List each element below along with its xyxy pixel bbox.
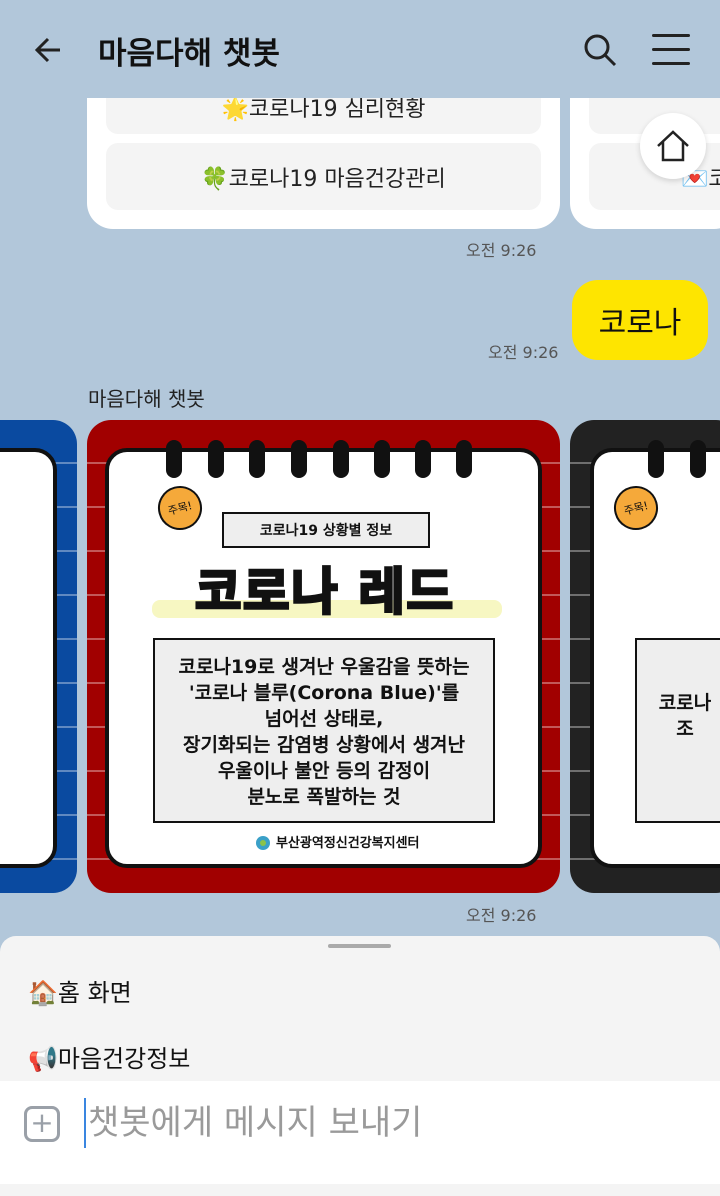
timestamp: 오전 9:26 xyxy=(488,343,559,362)
sheet-item-home[interactable]: 🏠홈 화면 xyxy=(28,979,132,1007)
desc-line: 코로나 xyxy=(658,692,712,714)
home-icon xyxy=(657,130,689,162)
button-label: 🍀코로나19 마음건강관리 xyxy=(201,166,446,192)
logo-icon xyxy=(256,835,270,850)
org-name: 부산광역정신건강복지센터 xyxy=(276,836,420,851)
menu-icon[interactable] xyxy=(652,34,690,66)
page-title: 마음다해 챗봇 xyxy=(98,36,280,72)
app-header: 마음다해 챗봇 xyxy=(0,0,720,98)
home-button[interactable] xyxy=(640,113,706,179)
desc-line: 조 xyxy=(676,718,694,740)
button-label: 🌟코로나19 심리현황 xyxy=(221,97,426,122)
org-logo: 부산광역정신건강복지센터 xyxy=(254,832,420,851)
desc-line: 넘어선 상태로, xyxy=(264,708,384,730)
highlight xyxy=(152,600,502,618)
desc-line: 코로나19로 생겨난 우울감을 뜻하는 xyxy=(178,656,470,678)
timestamp: 오전 9:26 xyxy=(466,241,537,260)
desc-line: 우울이나 불안 등의 감정이 xyxy=(217,760,431,782)
description-box-next: 코로나 조 xyxy=(635,638,720,823)
sheet-item-mental-health-info[interactable]: 📢마음건강정보 xyxy=(28,1045,191,1073)
description-box: 코로나19로 생겨난 우울감을 뜻하는 '코로나 블루(Corona Blue)… xyxy=(153,638,495,823)
message-input[interactable] xyxy=(84,1098,684,1148)
search-icon[interactable] xyxy=(582,32,618,68)
corona-red-title: 코로나 레드 xyxy=(194,562,455,623)
quick-button-mental-health[interactable]: 🍀코로나19 마음건강관리 xyxy=(106,143,541,210)
sheet-drag-handle[interactable] xyxy=(328,944,391,948)
add-attachment-button[interactable]: + xyxy=(24,1106,60,1142)
desc-line: '코로나 블루(Corona Blue)'를 xyxy=(188,682,460,704)
desc-line: 분노로 폭발하는 것 xyxy=(247,786,401,808)
timestamp: 오전 9:26 xyxy=(466,906,537,925)
desc-line: 장기화되는 감염병 상황에서 생겨난 xyxy=(182,734,466,756)
carousel-slide-prev[interactable] xyxy=(0,420,77,893)
bot-sender-name: 마음다해 챗봇 xyxy=(88,387,205,411)
info-banner: 코로나19 상황별 정보 xyxy=(222,512,430,548)
user-message-bubble: 코로나 xyxy=(572,280,708,360)
back-arrow-icon[interactable] xyxy=(30,30,70,70)
